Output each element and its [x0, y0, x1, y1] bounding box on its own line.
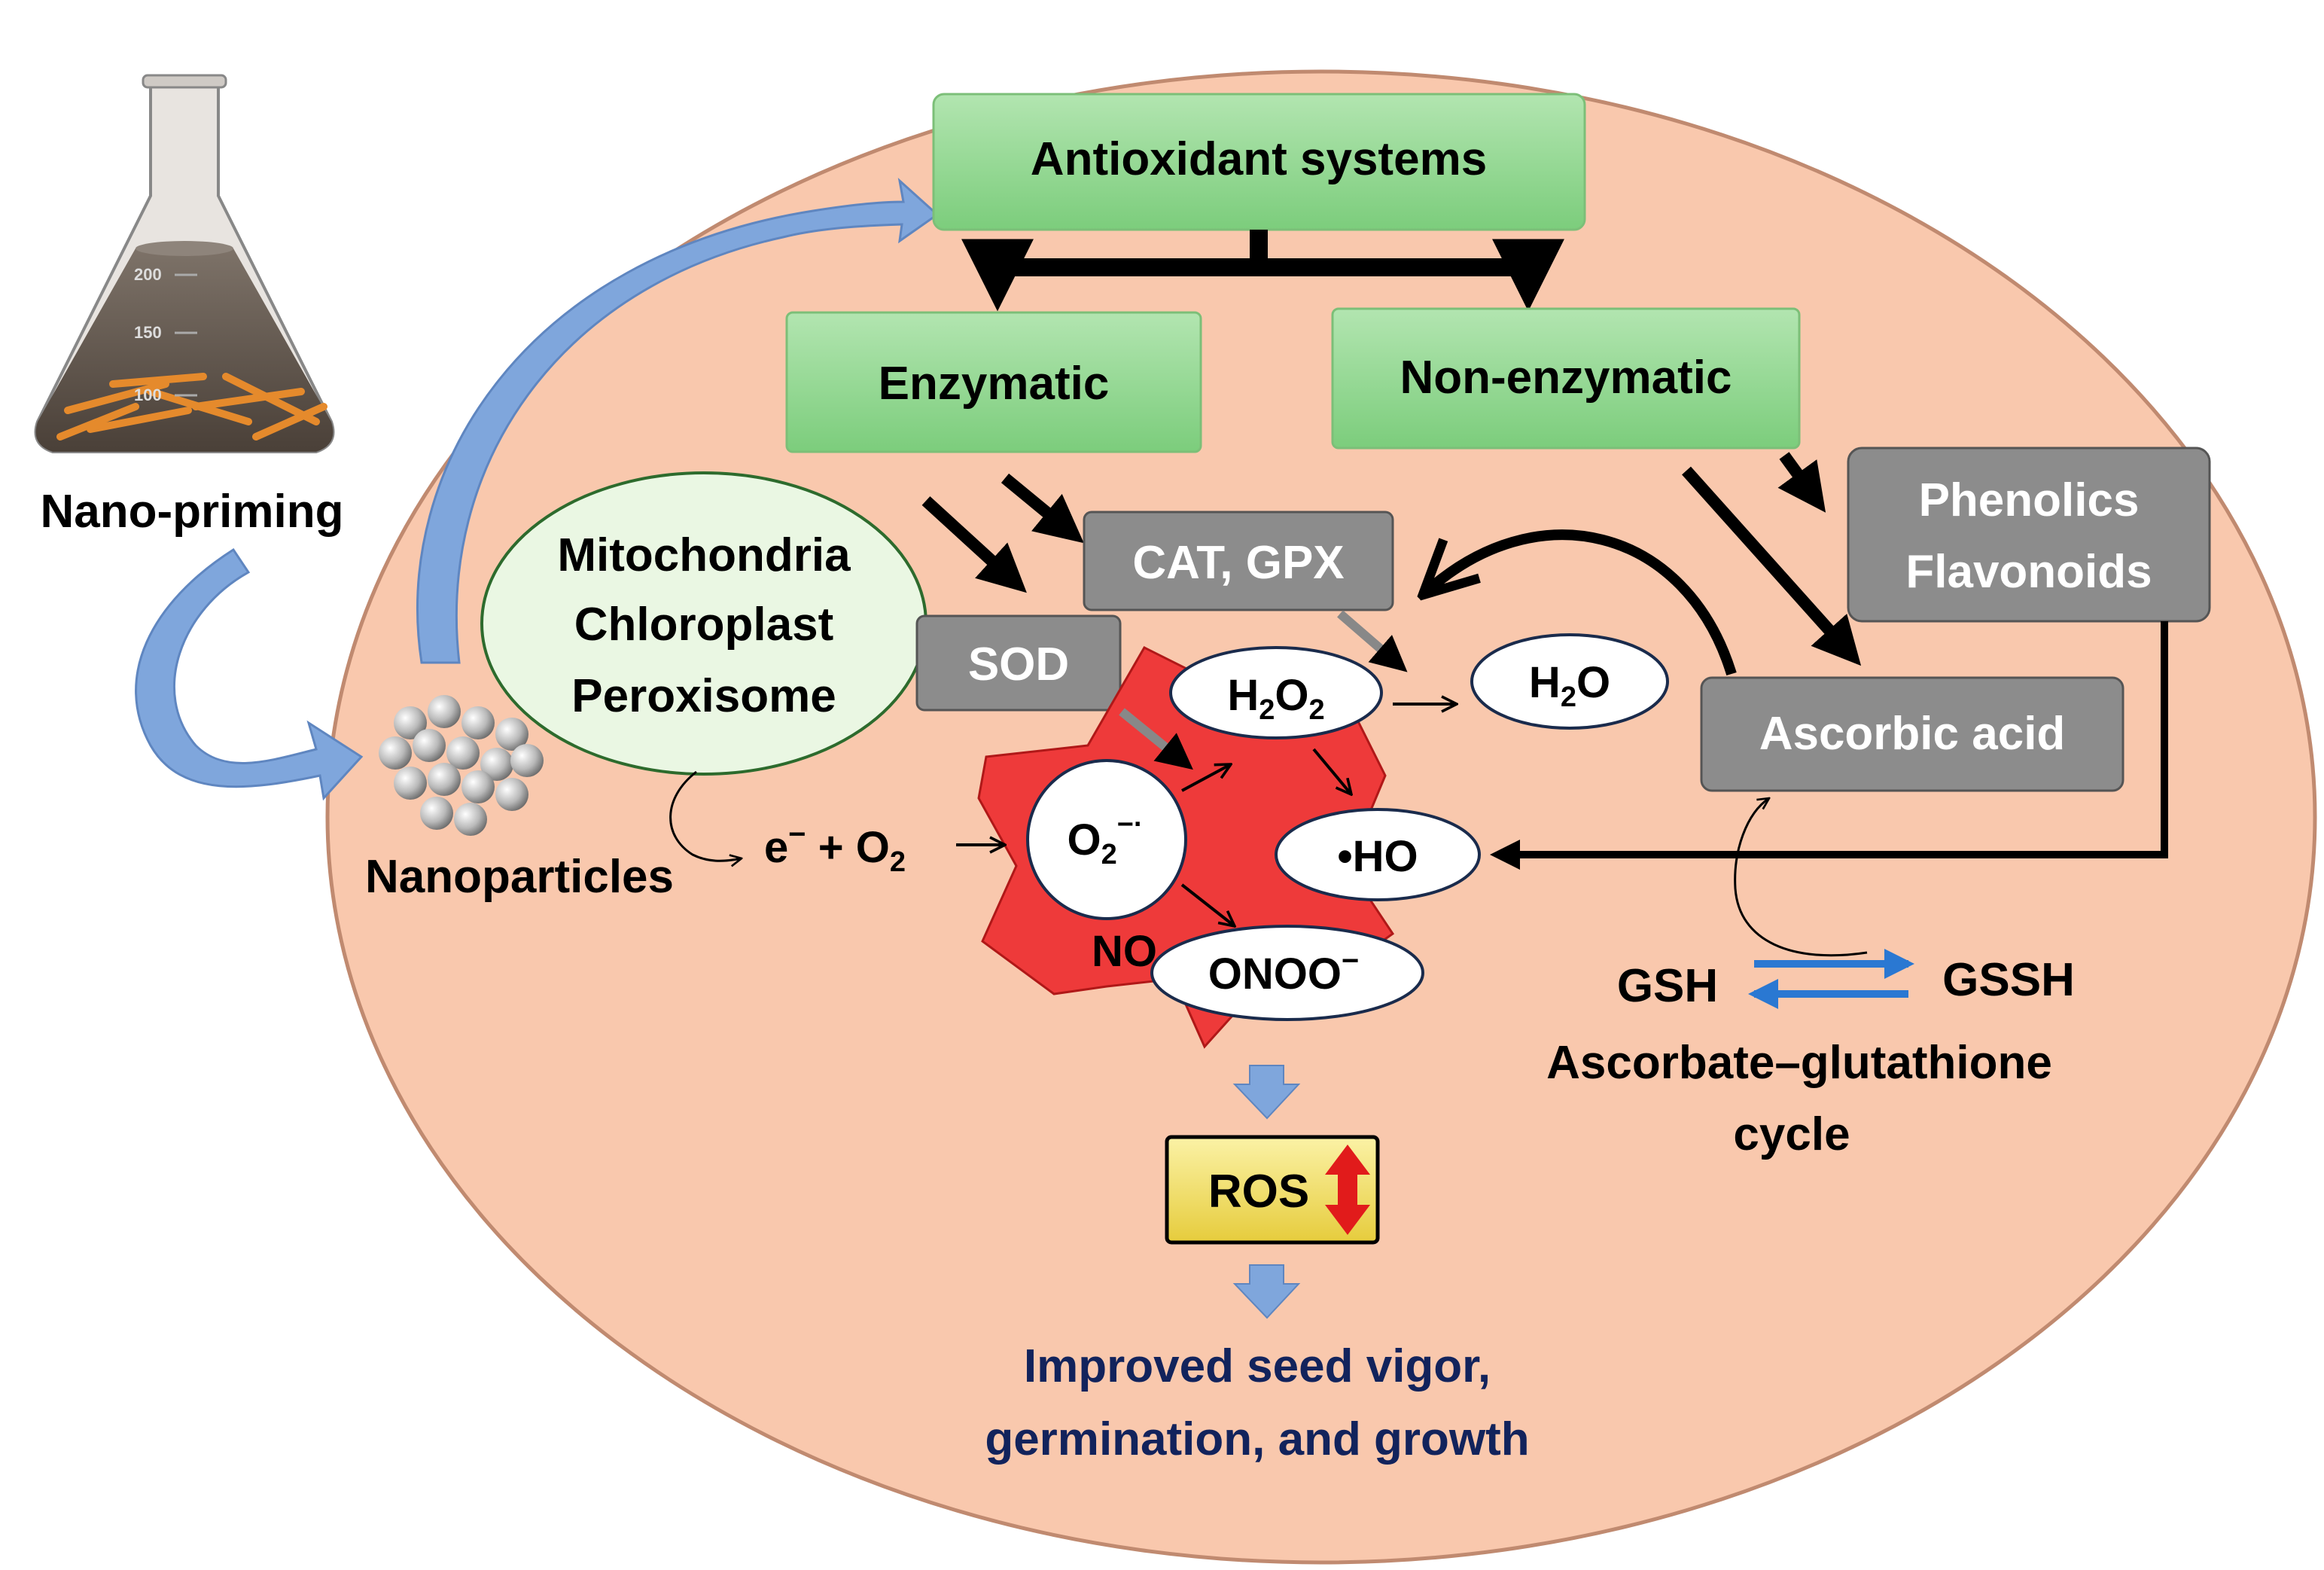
catgpx-to-reaction-arrow: [1337, 610, 1408, 672]
organelle-chloroplast: Chloroplast: [574, 599, 833, 651]
nanoparticles-icon: [379, 695, 544, 836]
phenolics-flavonoids-box: [1847, 447, 2211, 623]
cat-gpx-box: [1083, 511, 1394, 611]
flavonoids-label: Flavonoids: [1905, 546, 2152, 598]
peroxynitrite-ellipse: [1150, 925, 1424, 1021]
nano-priming-label: Nano-priming: [41, 486, 344, 538]
nanoparticles-label: Nanoparticles: [365, 851, 674, 903]
outcome-line-2: germination, and growth: [985, 1413, 1529, 1465]
hydroxyl-label: •HO: [1337, 832, 1418, 881]
star-to-ros-arrow: [1232, 1065, 1301, 1120]
h2o2-ellipse: [1169, 646, 1383, 739]
organelle-peroxisome: Peroxisome: [571, 670, 836, 722]
sod-label: SOD: [968, 639, 1069, 690]
cat-gpx-label: CAT, GPX: [1132, 537, 1344, 589]
superoxide-arrows: [1180, 748, 1351, 926]
gsh-label: GSH: [1617, 960, 1718, 1012]
non-enzymatic-arrows: [1682, 452, 1862, 666]
cycle-label: cycle: [1733, 1108, 1850, 1160]
ros-box: [1165, 1135, 1380, 1245]
non-enzymatic-box: [1331, 307, 1801, 450]
sod-box: [915, 614, 1122, 712]
phenolics-label: Phenolics: [1919, 474, 2140, 526]
antioxidant-systems-label: Antioxidant systems: [1031, 133, 1487, 185]
superoxide-label: O2−·: [1067, 809, 1143, 870]
phenolics-to-hydroxyl-line: [1490, 621, 2168, 870]
ascorbate-glutathione-label: Ascorbate–glutathione: [1546, 1037, 2052, 1089]
electron-oxygen-label: e− + O2: [764, 818, 906, 878]
peroxynitrite-label: ONOO−: [1208, 944, 1360, 998]
h2o-ellipse: [1470, 633, 1669, 730]
outcome-line-1: Improved seed vigor,: [1024, 1340, 1491, 1392]
nanoparticles-to-antioxidant-arrow: [416, 177, 940, 664]
ros-label: ROS: [1208, 1166, 1309, 1218]
hydroxyl-ellipse: [1275, 808, 1481, 901]
priming-to-nanoparticles-arrow: [135, 547, 364, 801]
flask-tick-150: 150: [134, 323, 162, 342]
h2o2-label: H2O2: [1227, 671, 1324, 726]
ascorbic-acid-label: Ascorbic acid: [1759, 708, 2066, 760]
ros-to-outcome-arrow: [1232, 1264, 1301, 1319]
gssh-label: GSSH: [1942, 954, 2075, 1006]
cycle-to-ascorbic-arrow: [1734, 798, 1868, 957]
ascorbic-acid-box: [1700, 676, 2124, 792]
ascorbic-to-catgpx-arrow: [1423, 529, 1737, 676]
enzymatic-box: [785, 311, 1202, 453]
branch-arrows: [961, 230, 1564, 312]
superoxide-circle: [1026, 759, 1187, 920]
sod-to-reaction-arrow: [1119, 708, 1193, 770]
no-label: NO: [1092, 927, 1157, 976]
flask-tick-200: 200: [134, 265, 162, 284]
non-enzymatic-label: Non-enzymatic: [1400, 352, 1732, 404]
flask-illustration: 200 150 100: [34, 74, 335, 453]
flask-tick-100: 100: [134, 386, 162, 404]
organelle-mitochondria: Mitochondria: [557, 529, 851, 581]
enzymatic-arrows: [921, 473, 1084, 593]
enzymatic-label: Enzymatic: [879, 358, 1110, 410]
ros-up-down-icon: [1325, 1145, 1370, 1235]
organelle-to-electron-arrow: [669, 770, 742, 861]
h2o-label: H2O: [1529, 658, 1610, 713]
